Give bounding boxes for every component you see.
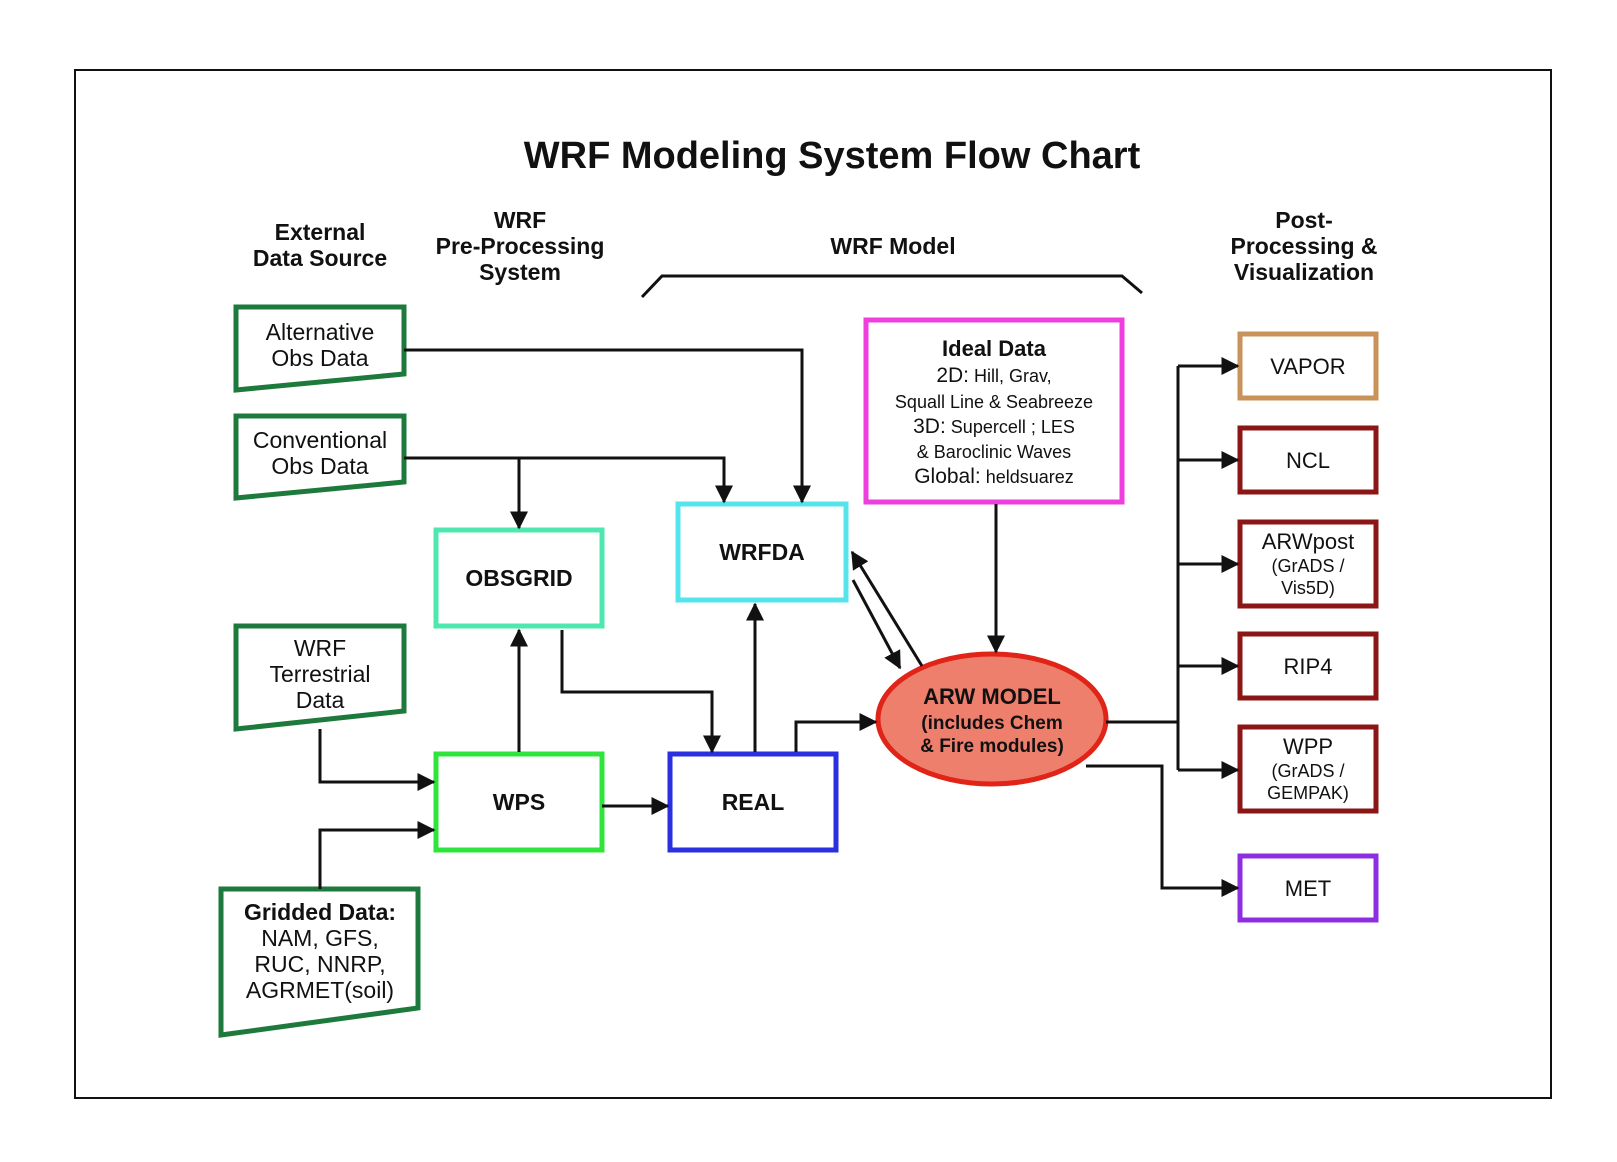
svg-text:WPP: WPP: [1283, 734, 1333, 759]
arrow-alternative-to-wrfda: [404, 348, 811, 504]
met-box: MET: [1237, 853, 1379, 923]
svg-text:GEMPAK): GEMPAK): [1267, 783, 1349, 803]
svg-text:Processing &: Processing &: [1231, 233, 1378, 259]
column-heading-preprocessing: WRF Pre-Processing System: [436, 207, 605, 285]
svg-text:System: System: [479, 259, 561, 285]
svg-text:& Fire modules): & Fire modules): [920, 736, 1064, 757]
svg-text:ARWpost: ARWpost: [1262, 529, 1355, 554]
arrow-wrfda-to-arw: [851, 579, 902, 670]
svg-text:(GrADS /: (GrADS /: [1271, 761, 1344, 781]
svg-text:WRF: WRF: [494, 207, 546, 233]
svg-text:Vis5D): Vis5D): [1281, 578, 1335, 598]
svg-text:Ideal Data: Ideal Data: [942, 336, 1047, 361]
wpp-box: WPP (GrADS / GEMPAK): [1237, 724, 1379, 814]
model-bracket: [640, 274, 1143, 299]
arrow-to-met: [1086, 764, 1240, 897]
svg-text:WPS: WPS: [493, 789, 545, 815]
terrestrial-data-box: WRF Terrestrial Data: [233, 623, 407, 732]
svg-text:(GrADS /: (GrADS /: [1271, 556, 1344, 576]
alternative-obs-data-box: Alternative Obs Data: [233, 304, 407, 393]
gridded-data-box: Gridded Data: NAM, GFS, RUC, NNRP, AGRME…: [218, 886, 421, 1038]
svg-text:ARW MODEL: ARW MODEL: [923, 684, 1061, 709]
svg-text:Terrestrial: Terrestrial: [270, 661, 371, 687]
svg-text:RUC, NNRP,: RUC, NNRP,: [254, 951, 385, 977]
svg-text:Pre-Processing: Pre-Processing: [436, 233, 605, 259]
chart-title: WRF Modeling System Flow Chart: [524, 135, 1141, 177]
arrow-arw-to-wrfda: [850, 550, 924, 667]
arw-model-ellipse: ARW MODEL (includes Chem & Fire modules): [875, 651, 1109, 787]
svg-text:3D: Supercell ; LES: 3D: Supercell ; LES: [913, 415, 1075, 438]
ncl-box: NCL: [1237, 425, 1379, 495]
svg-text:VAPOR: VAPOR: [1270, 354, 1345, 379]
arrow-terrestrial-to-wps: [318, 729, 436, 791]
svg-text:& Baroclinic Waves: & Baroclinic Waves: [917, 442, 1071, 462]
obsgrid-box: OBSGRID: [433, 527, 605, 629]
wrfda-box: WRFDA: [675, 501, 849, 603]
svg-text:Conventional: Conventional: [253, 427, 387, 453]
vapor-box: VAPOR: [1237, 331, 1379, 401]
arrow-conventional-to-wrfda: [404, 456, 733, 504]
column-heading-post: Post- Processing & Visualization: [1231, 207, 1378, 285]
wps-box: WPS: [433, 751, 605, 853]
svg-text:Visualization: Visualization: [1234, 259, 1374, 285]
column-heading-external: External Data Source: [253, 219, 387, 271]
arrow-gridded-to-wps: [318, 821, 436, 889]
svg-text:NCL: NCL: [1286, 448, 1330, 473]
svg-text:Obs Data: Obs Data: [271, 453, 368, 479]
arrow-real-to-arw: [794, 713, 878, 752]
rip4-box: RIP4: [1237, 631, 1379, 701]
svg-text:MET: MET: [1285, 876, 1331, 901]
svg-text:WRFDA: WRFDA: [719, 539, 805, 565]
svg-text:Squall Line & Seabreeze: Squall Line & Seabreeze: [895, 392, 1093, 412]
svg-text:Obs Data: Obs Data: [271, 345, 368, 371]
real-box: REAL: [667, 751, 839, 853]
svg-text:Data: Data: [296, 687, 345, 713]
svg-text:NAM, GFS,: NAM, GFS,: [261, 925, 379, 951]
svg-text:2D: Hill, Grav,: 2D: Hill, Grav,: [936, 364, 1051, 387]
arwpost-box: ARWpost (GrADS / Vis5D): [1237, 519, 1379, 609]
svg-text:WRF: WRF: [294, 635, 346, 661]
svg-text:Data Source: Data Source: [253, 245, 387, 271]
svg-text:External: External: [275, 219, 366, 245]
svg-text:OBSGRID: OBSGRID: [465, 565, 572, 591]
svg-text:AGRMET(soil): AGRMET(soil): [246, 977, 394, 1003]
svg-text:RIP4: RIP4: [1284, 654, 1333, 679]
ideal-data-box: Ideal Data 2D: Hill, Grav, Squall Line &…: [863, 317, 1125, 505]
conventional-obs-data-box: Conventional Obs Data: [233, 413, 407, 501]
arrow-obsgrid-to-real: [560, 630, 721, 754]
svg-text:Post-: Post-: [1275, 207, 1333, 233]
svg-text:Alternative: Alternative: [266, 319, 375, 345]
svg-text:REAL: REAL: [722, 789, 785, 815]
column-heading-model: WRF Model: [830, 233, 955, 259]
svg-text:Gridded Data:: Gridded Data:: [244, 899, 396, 925]
svg-text:Global: heldsuarez: Global: heldsuarez: [914, 465, 1074, 488]
svg-text:(includes Chem: (includes Chem: [921, 713, 1062, 734]
